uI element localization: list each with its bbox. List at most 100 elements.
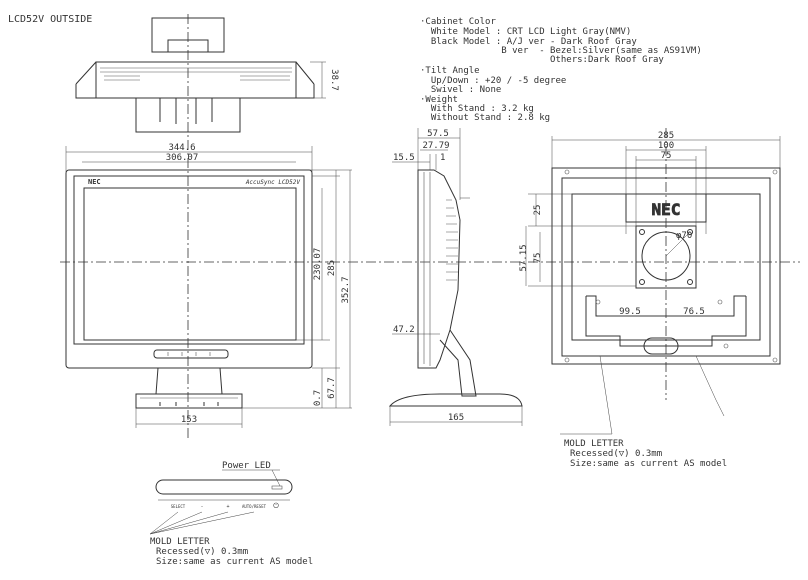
screw-icon [564, 357, 570, 363]
front-brand-logo: NEC [88, 178, 101, 186]
back-stand-hole [643, 337, 679, 355]
back-body-inner [561, 177, 771, 357]
front-stand-base [135, 393, 243, 409]
back-view: 285 100 75 NEC φ70 25 [519, 128, 781, 469]
side-d2-label: 27.79 [422, 141, 449, 151]
side-view: 57.5 27.79 15.5 1 47.2 165 [388, 128, 523, 426]
top-view: 38.7 [75, 14, 339, 140]
front-stand-feet [159, 402, 219, 406]
panel-mold-size: Size:same as current AS model [156, 557, 313, 567]
back-h25-label: 25 [533, 205, 543, 216]
back-mold-leader [695, 355, 717, 401]
drawing-title: LCD52V OUTSIDE [8, 14, 92, 25]
back-body [551, 167, 781, 365]
power-led-leader [271, 469, 281, 487]
control-button-label: AUTO/RESET [242, 504, 267, 509]
front-stand-height-label: 67.7 [327, 377, 337, 399]
back-stand-outline [585, 296, 747, 347]
side-d4-label: 1 [440, 153, 445, 163]
spec-line: With Stand : 3.2 kg [420, 104, 534, 114]
side-d1-label: 57.5 [427, 129, 449, 139]
back-dia-leader [665, 231, 691, 257]
front-view: 344.6 306.07 NEC AccuSync LCD52V 230.07 … [65, 140, 352, 440]
side-d5-label: 47.2 [393, 325, 415, 335]
back-vesa-plate [635, 225, 697, 289]
power-led-indicator [271, 485, 283, 490]
back-h57-label: 57.15 [519, 244, 529, 271]
front-control-strip [153, 349, 229, 359]
back-round-boss [641, 231, 691, 281]
back-brand-logo: NEC [652, 200, 681, 219]
spec-block: ·Cabinet Color White Model : CRT LCD Lig… [420, 17, 702, 123]
back-w75-label: 75 [661, 151, 672, 161]
spec-line: B ver - Bezel:Silver(same as AS91VM) [420, 46, 702, 56]
side-bezel-lines [423, 172, 431, 366]
back-vesa-hole [639, 279, 645, 285]
spec-line: Others:Dark Roof Gray [420, 55, 664, 65]
back-w100-label: 100 [658, 141, 674, 151]
spec-line: Up/Down : +20 / -5 degree [420, 76, 566, 86]
control-mold-leaders [149, 511, 255, 535]
side-stand-arm [439, 329, 477, 397]
side-d3-label: 15.5 [393, 153, 415, 163]
front-inner-width-label: 306.07 [166, 153, 199, 163]
front-model-label: AccuSync LCD52V [245, 179, 301, 186]
power-button-icon: ⏻ [273, 502, 279, 510]
control-button-label: + [226, 504, 229, 510]
screw-icon [717, 299, 723, 305]
screw-icon [723, 343, 729, 349]
back-vesa-hole [687, 279, 693, 285]
back-mold-size: Size:same as current AS model [570, 459, 727, 469]
back-vesa-hole [687, 229, 693, 235]
screw-icon [595, 299, 601, 305]
front-stand-gap-label: 0.7 [313, 390, 323, 406]
control-button-label: - [200, 504, 203, 510]
top-view-stand-base [135, 97, 241, 133]
screw-icon [772, 169, 778, 175]
front-bezel-inner [73, 175, 305, 345]
spec-line: ·Tilt Angle [420, 66, 480, 76]
back-vesa-hole [639, 229, 645, 235]
side-body-profile [417, 169, 461, 369]
screw-icon [564, 169, 570, 175]
side-stand-base [388, 393, 523, 407]
front-stand-width-label: 153 [181, 415, 197, 425]
back-logo-panel [625, 193, 707, 223]
side-vents [446, 199, 458, 281]
control-panel-detail: Power LED SELECT - + AUTO/RESET ⏻ MOLD L… [149, 461, 313, 567]
top-depth-label: 38.7 [329, 69, 339, 91]
back-mold-depth: Recessed(▽) 0.3mm [570, 449, 662, 459]
back-dia-label: φ70 [676, 231, 692, 241]
spec-line: Black Model : A/J ver - Dark Roof Gray [420, 37, 637, 47]
control-panel-strip [155, 479, 293, 495]
front-total-height-label: 352.7 [341, 276, 351, 303]
power-led-label: Power LED [222, 461, 271, 471]
back-left-label: 99.5 [619, 307, 641, 317]
control-button-label: SELECT [171, 504, 186, 509]
side-base-label: 165 [448, 413, 464, 423]
spec-line: ·Cabinet Color [420, 17, 496, 27]
front-screen [83, 187, 297, 341]
spec-line: ·Weight [420, 95, 458, 105]
back-mold-leader [599, 355, 613, 435]
spec-line: Without Stand : 2.8 kg [420, 113, 550, 123]
top-view-vent-slots [104, 75, 290, 81]
back-mold-title: MOLD LETTER [564, 439, 624, 449]
screw-icon [772, 357, 778, 363]
top-view-mount-slot [167, 39, 209, 53]
spec-line: White Model : CRT LCD Light Gray(NMV) [420, 27, 631, 37]
front-outer-height-label: 285 [327, 260, 337, 276]
back-width-label: 285 [658, 131, 674, 141]
top-view-stand-ribs [159, 98, 213, 124]
front-outer-width-label: 344.6 [168, 143, 195, 153]
back-right-label: 76.5 [683, 307, 705, 317]
front-bezel [65, 169, 313, 369]
back-mold-leader [715, 399, 725, 417]
front-stand-neck [155, 367, 223, 395]
panel-mold-depth: Recessed(▽) 0.3mm [156, 547, 248, 557]
panel-mold-title: MOLD LETTER [150, 537, 210, 547]
spec-line: Swivel : None [420, 85, 501, 95]
back-h75-label: 75 [533, 253, 543, 264]
front-inner-height-label: 230.07 [313, 248, 323, 281]
